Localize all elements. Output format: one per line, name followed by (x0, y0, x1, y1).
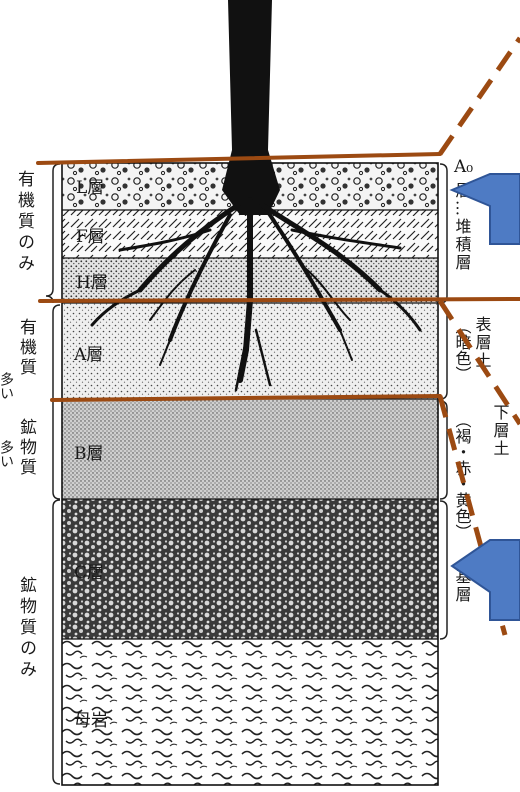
layer-label-c: C層 (74, 563, 104, 583)
label-a0-layer: 層…堆積層 (453, 182, 472, 272)
layer-label-b: B層 (74, 444, 104, 464)
horizon-line-top (36, 152, 442, 165)
label-mineral: 鉱物質 (16, 418, 37, 478)
tree-roots (90, 0, 422, 392)
callouts (449, 173, 520, 621)
layer-label-h: H層 (76, 273, 108, 293)
label-organic: 有機質 (16, 318, 37, 378)
label-topsoil: 表層土 (473, 316, 492, 370)
horizon-line-bottom (50, 394, 442, 402)
layer-labels: L層 F層 H層 A層 B層 C層 母岩 (73, 178, 108, 731)
layer-label-bedrock: 母岩 (74, 711, 108, 731)
layer-bedrock (62, 639, 438, 785)
layer-label-f: F層 (76, 227, 105, 247)
label-mineral-only: 鉱物質のみ (16, 576, 37, 681)
label-topsoil-color: （暗色） (453, 318, 472, 382)
layer-b (62, 399, 438, 499)
callout-upper (449, 173, 520, 245)
layer-label-a: A層 (73, 345, 103, 365)
layer-label-l: L層 (76, 178, 104, 198)
horizon-line-middle (38, 297, 520, 303)
label-subsoil: 下層土 (491, 404, 510, 458)
horizon-lines (36, 152, 520, 402)
layer-c (62, 499, 438, 639)
label-organic-many: 多い (0, 371, 14, 400)
left-brackets (45, 163, 61, 785)
label-a0: A₀ (453, 157, 473, 177)
label-organic-only: 有機質のみ (14, 170, 35, 275)
label-mineral-many: 多い (0, 439, 14, 468)
left-labels: 有機質のみ 有機質 多い 鉱物質 多い 鉱物質のみ (0, 170, 37, 681)
callout-lower (450, 539, 520, 621)
